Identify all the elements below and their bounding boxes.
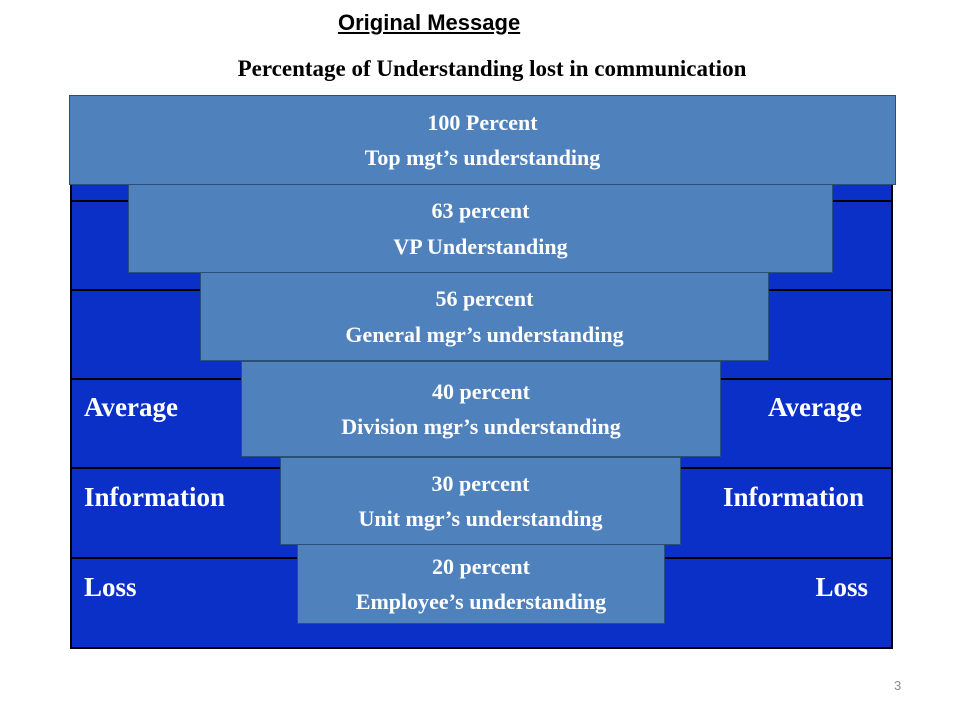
level-label: Employee’s understanding	[355, 589, 607, 614]
level-percent: 63 percent	[431, 198, 530, 224]
level-box-division-manager: 40 percent Division mgr’s understanding	[241, 361, 721, 457]
slide-number: 3	[894, 678, 902, 693]
level-percent: 56 percent	[435, 286, 534, 312]
right-label-loss: Loss	[815, 572, 868, 602]
level-percent: 40 percent	[432, 378, 530, 404]
subtitle: Percentage of Understanding lost in comm…	[237, 56, 747, 81]
right-label-information: Information	[723, 482, 864, 512]
left-label-information: Information	[84, 482, 225, 512]
level-label: Unit mgr’s understanding	[358, 506, 603, 531]
level-label: General mgr’s understanding	[345, 321, 624, 347]
level-percent: 100 Percent	[427, 109, 538, 135]
level-label: Division mgr’s understanding	[341, 414, 621, 439]
right-label-average: Average	[768, 392, 862, 422]
left-label-average: Average	[84, 392, 178, 422]
level-percent: 20 percent	[432, 553, 530, 579]
level-box-vp: 63 percent VP Understanding	[128, 184, 833, 273]
level-box-employee: 20 percent Employee’s understanding	[297, 544, 665, 624]
level-label: Top mgt’s understanding	[364, 145, 601, 170]
level-box-unit-manager: 30 percent Unit mgr’s understanding	[280, 457, 681, 545]
level-box-top-management: 100 Percent Top mgt’s understanding	[69, 95, 896, 185]
level-percent: 30 percent	[431, 470, 530, 496]
level-box-general-manager: 56 percent General mgr’s understanding	[200, 272, 769, 361]
heading: Original Message	[338, 10, 521, 35]
level-label: VP Understanding	[393, 233, 568, 259]
left-label-loss: Loss	[84, 572, 137, 602]
